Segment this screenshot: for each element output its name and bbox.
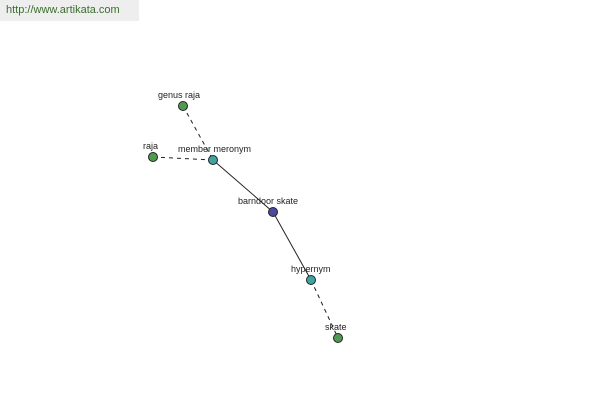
node-hypernym-dot[interactable] (306, 275, 316, 285)
node-barndoor-skate-dot[interactable] (268, 207, 278, 217)
watermark-url: http://www.artikata.com (0, 0, 139, 21)
node-skate-dot[interactable] (333, 333, 343, 343)
node-genus-raja-label: genus raja (158, 90, 200, 100)
node-skate-label: skate (325, 322, 347, 332)
edges-layer (152, 105, 339, 339)
edge-barndoor-skate-to-hypernym (272, 211, 312, 281)
node-hypernym[interactable]: hypernym (291, 264, 331, 285)
edge-genus-raja-to-member-meronym (182, 105, 214, 161)
nodes-layer: genus raja raja member meronym barndoor … (143, 90, 347, 343)
node-raja[interactable]: raja (143, 141, 158, 162)
node-genus-raja[interactable]: genus raja (158, 90, 200, 111)
edge-hypernym-to-skate (310, 279, 339, 339)
edge-member-meronym-to-barndoor-skate (212, 159, 274, 213)
node-genus-raja-dot[interactable] (178, 101, 188, 111)
node-barndoor-skate-label: barndoor skate (238, 196, 298, 206)
node-member-meronym[interactable]: member meronym (178, 144, 251, 165)
node-hypernym-label: hypernym (291, 264, 331, 274)
node-skate[interactable]: skate (325, 322, 347, 343)
node-member-meronym-dot[interactable] (208, 155, 218, 165)
edge-raja-to-member-meronym (152, 156, 214, 161)
node-raja-label: raja (143, 141, 158, 151)
node-member-meronym-label: member meronym (178, 144, 251, 154)
node-barndoor-skate[interactable]: barndoor skate (238, 196, 298, 217)
node-raja-dot[interactable] (148, 152, 158, 162)
